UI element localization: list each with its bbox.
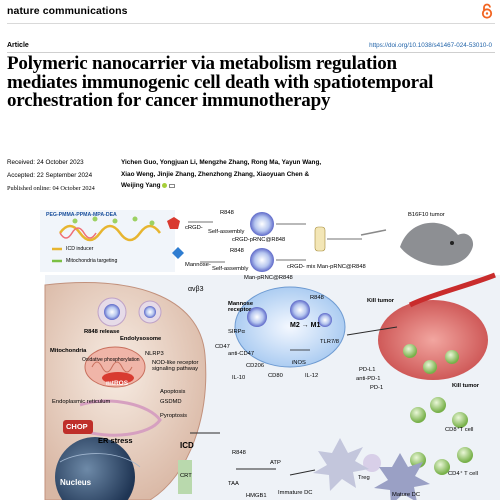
self-assembly-label-b: Self-assembly	[212, 266, 249, 272]
syringe	[360, 229, 387, 236]
accepted-date: Accepted: 22 September 2024	[7, 171, 93, 179]
tumor-model-label: B16F10 tumor	[408, 212, 445, 218]
r848-label-b: R848	[230, 248, 244, 254]
cd47-label: CD47	[215, 344, 230, 350]
polymer-label: PEG-PMMA-PPMA-MPA-DEA	[46, 212, 117, 218]
pdl1-label: PD-L1	[359, 367, 376, 373]
crt-label: CRT	[180, 473, 192, 479]
crgd-nanoparticle	[250, 212, 274, 236]
chop-label: CHOP	[66, 422, 88, 431]
doi-link[interactable]: https://doi.org/10.1038/s41467-024-53010…	[369, 42, 492, 49]
mito-targeting-label: Mitochondria targeting	[66, 258, 118, 264]
icd-inducer-label: ICD inducer	[66, 246, 94, 252]
nod-pathway-label: NOD-like receptor signaling pathway	[152, 360, 199, 372]
avb3-label: αvβ3	[188, 286, 204, 293]
mannose-label: Mannose-	[185, 262, 211, 268]
macrophage-cell	[234, 286, 346, 368]
chop-badge	[63, 420, 93, 434]
article-divider	[7, 52, 495, 53]
article-title: Polymeric nanocarrier via metabolism reg…	[7, 53, 434, 112]
header-divider	[7, 23, 495, 24]
mature-dc-label: Mature DC	[392, 492, 421, 498]
taa-label: TAA	[228, 481, 239, 487]
graphical-abstract: PEG-PMMA-PPMA-MPA-DEA ICD inducer Mitoch…	[0, 205, 500, 500]
immature-dc-label: Immature DC	[278, 490, 313, 496]
cd206-label: CD206	[246, 363, 265, 369]
mannose-ligand	[172, 247, 184, 259]
icd-label: ICD	[180, 441, 194, 450]
nucleus-icon	[55, 437, 135, 500]
kill-tumor-label-a: Kill tumor	[367, 298, 395, 304]
il12-label: IL-12	[305, 373, 319, 379]
tumor-mass	[378, 300, 488, 380]
hmgb1-label: HMGB1	[246, 493, 267, 499]
crt-bar	[178, 460, 192, 494]
tlr-label: TLR7/8	[320, 339, 340, 345]
immature-dc-icon	[313, 438, 369, 491]
anti-cd47-label: anti-CD47	[228, 351, 255, 357]
cd4-label: CD4⁺ T cell	[448, 471, 478, 477]
apoptosis-label: Apoptosis	[160, 389, 186, 395]
il10-label: IL-10	[232, 375, 246, 381]
vial	[314, 226, 326, 252]
cd80-label: CD80	[268, 373, 283, 379]
published-date: Published online: 04 October 2024	[7, 184, 95, 192]
cd8-label: CD8⁺T cell	[445, 427, 474, 433]
mix-label: cRGD- mix Man-pRNC@R848	[287, 264, 366, 270]
author-line3[interactable]: Weijing Yang	[121, 182, 161, 190]
pyroptosis-label: Pyroptosis	[160, 413, 188, 419]
nlrp3-label: NLRP3	[145, 351, 164, 357]
email-icon[interactable]	[168, 183, 175, 188]
mature-dc-icon	[374, 453, 430, 500]
crgd-nanoparticle-label: cRGD-pRNC@R848	[232, 237, 286, 243]
author-list: Yichen Guo, Yongjuan Li, Mengzhe Zhang, …	[121, 157, 391, 192]
author-line1[interactable]: , Yongjuan Li, Mengzhe Zhang, Rong Ma, Y…	[156, 159, 322, 166]
article-type: Article	[7, 42, 29, 49]
endolysosome-label: Endolysosome	[120, 336, 162, 342]
er-label: Endoplasmic reticulum	[52, 399, 111, 405]
er-stress-label: ER stress	[98, 436, 133, 445]
er-icon	[79, 399, 162, 437]
r848-label-a: R848	[220, 210, 234, 216]
author-line2[interactable]: Xiao Weng, Jinjie Zhang, Zhenzhong Zhang…	[121, 170, 310, 178]
polarization-label: M2 → M1	[290, 322, 321, 329]
orcid-icon[interactable]	[161, 183, 167, 188]
man-nanoparticle-label: Man-pRNC@R848	[244, 275, 293, 281]
article-dates: Received: 24 October 2023 Accepted: 22 S…	[7, 157, 95, 195]
r848-release-label: R848 release	[84, 329, 120, 335]
treg-label: Treg	[358, 475, 370, 481]
anti-pd1-label: anti-PD-1	[356, 376, 381, 382]
atp-label: ATP	[270, 460, 281, 466]
open-access-lock-icon	[481, 3, 493, 19]
r848-label-c: R848	[310, 295, 324, 301]
mtros-badge	[102, 372, 134, 384]
man-nanoparticle	[250, 248, 274, 272]
pd1-label: PD-1	[370, 385, 384, 391]
journal-name[interactable]: nature communications	[7, 5, 128, 17]
sirpa-label: SIRPα	[228, 329, 245, 335]
received-date: Received: 24 October 2023	[7, 159, 84, 166]
author-first[interactable]: Yichen Guo	[121, 159, 157, 166]
inos-label: iNOS	[292, 360, 306, 366]
kill-tumor-label-b: Kill tumor	[452, 383, 480, 389]
crgd-ligand	[167, 217, 180, 229]
polymer-panel	[40, 210, 175, 272]
blood-vessel	[408, 272, 496, 308]
treg-cell	[363, 454, 381, 472]
gsdmd-label: GSDMD	[160, 399, 182, 405]
mtros-label: mtROS	[106, 380, 129, 387]
nucleus-label: Nucleus	[60, 478, 92, 487]
crgd-label: cRGD-	[185, 225, 203, 231]
mouse-icon	[400, 222, 474, 266]
self-assembly-label-a: Self-assembly	[208, 229, 245, 235]
mannose-receptor-label: Mannose receptor	[228, 301, 254, 313]
mitochondria-label: Mitochondria	[50, 348, 87, 354]
r848-label-d: R848	[232, 450, 246, 456]
oxphos-label: Oxidative phosphorylation	[82, 357, 140, 363]
abstract-illustration	[40, 210, 500, 500]
